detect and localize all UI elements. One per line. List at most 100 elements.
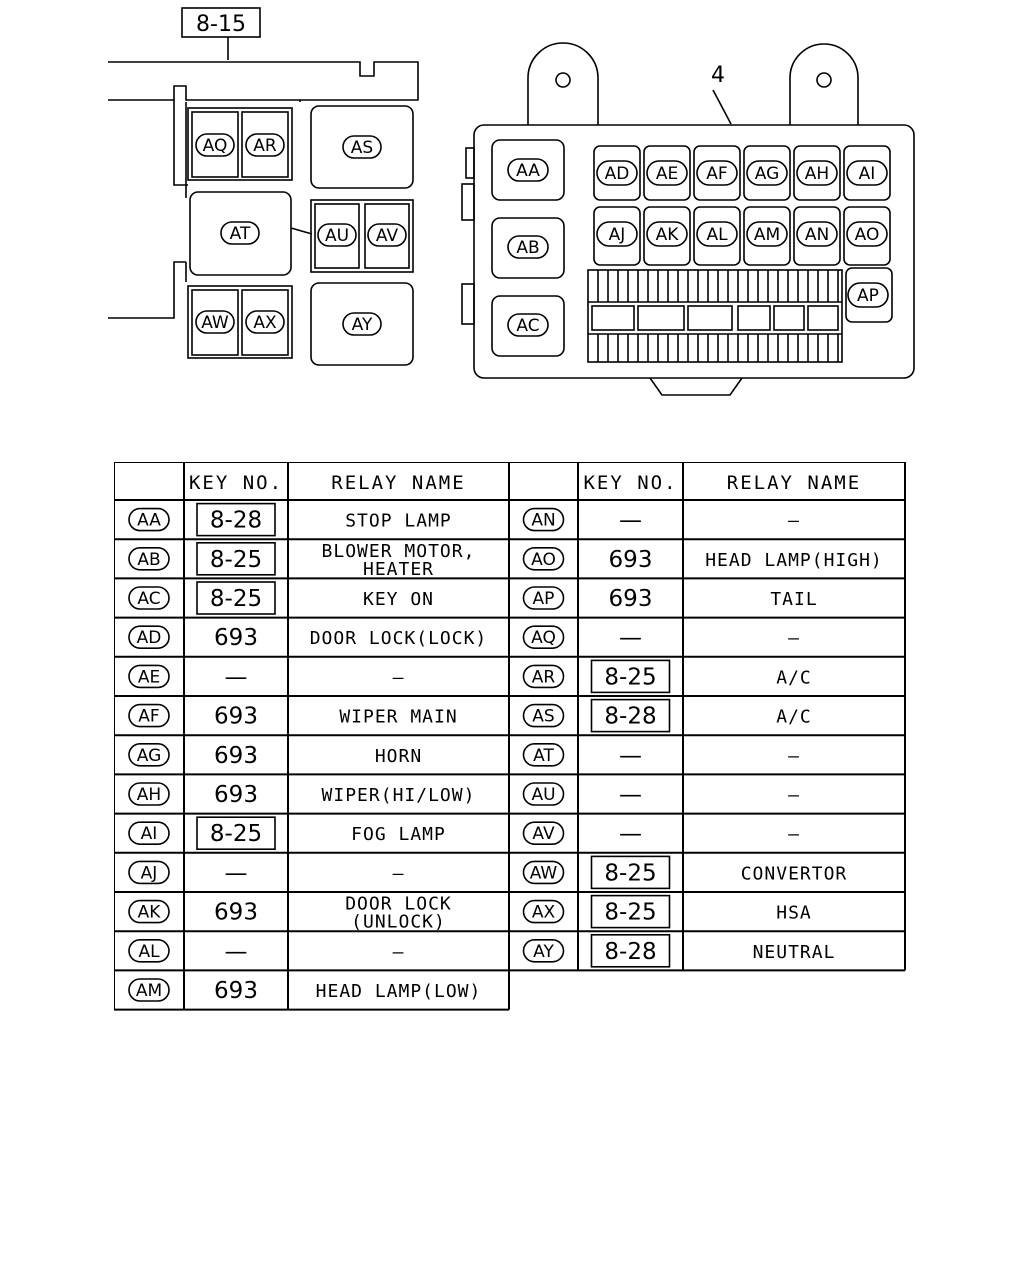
header-key-no: KEY NO. — [583, 472, 677, 494]
key-number: 8-25 — [604, 860, 656, 886]
key-ref-box — [590, 894, 671, 929]
key-ref-box — [590, 855, 671, 890]
relay-id-text: AX — [532, 903, 556, 923]
table-row: AI 8-25 FOG LAMP — [128, 816, 446, 851]
table-row: AE—— — [128, 664, 403, 690]
header-relay-name: RELAY NAME — [727, 472, 861, 494]
header-key-no: KEY NO. — [189, 472, 283, 494]
relay-id-text: AK — [656, 225, 680, 245]
relay-id-text: AN — [805, 225, 829, 245]
relay-id-text: AE — [138, 667, 160, 687]
relay-id-text: AK — [138, 903, 162, 923]
relay-name: NEUTRAL — [753, 942, 836, 963]
relay-name-line2: (UNLOCK) — [351, 912, 446, 933]
relay-id-text: AT — [230, 224, 251, 244]
relay-id-text: AB — [137, 550, 160, 570]
relay-name: — — [393, 942, 405, 963]
relay-label-ac: AC — [128, 586, 170, 610]
key-number: 8-25 — [604, 900, 656, 926]
key-number: 8-28 — [604, 939, 656, 965]
table-row: AQ—— — [522, 625, 799, 651]
relay-label-ao: AO — [846, 221, 888, 247]
relay-id-text: AC — [137, 589, 160, 609]
relay-name: BLOWER MOTOR, — [322, 541, 476, 562]
relay-id-text: AY — [352, 315, 373, 335]
relay-label-ah: AH — [128, 782, 170, 806]
key-number: — — [225, 860, 248, 886]
relay-id-text: AM — [136, 981, 162, 1001]
relay-name: TAIL — [770, 589, 817, 610]
relay-name: FOG LAMP — [351, 824, 446, 845]
relay-id-text: AU — [325, 226, 349, 246]
relay-name: WIPER MAIN — [339, 707, 457, 728]
key-number: 693 — [214, 900, 258, 926]
relay-label-ad: AD — [596, 160, 638, 186]
table-row: AU—— — [522, 782, 799, 808]
callout-number: 4 — [711, 63, 725, 88]
fuse-box-outline — [473, 124, 915, 379]
relay-id-text: AH — [805, 164, 829, 184]
relay-id-text: AI — [141, 824, 158, 844]
key-number: 8-25 — [210, 821, 262, 847]
relay-id-text: AW — [530, 863, 558, 883]
relay-label-aw: AW — [522, 860, 565, 885]
key-number: 693 — [609, 547, 653, 573]
relay-id-text: AA — [516, 161, 540, 181]
relay-label-aj: AJ — [596, 221, 638, 247]
relay-id-text: AQ — [203, 136, 228, 156]
relay-label-ab: AB — [507, 235, 549, 259]
relay-id-text: AX — [253, 313, 277, 333]
relay-label-ad: AD — [128, 625, 170, 649]
relay-name: HEAD LAMP(LOW) — [316, 981, 482, 1002]
relay-label-al: AL — [128, 938, 170, 963]
table-row: AT—— — [522, 743, 800, 769]
relay-name: — — [788, 746, 800, 767]
key-number: — — [225, 939, 248, 965]
relay-label-au: AU — [522, 782, 565, 806]
relay-label-ai: AI — [128, 821, 170, 846]
relay-label-am: AM — [746, 221, 788, 247]
relay-id-text: AG — [137, 746, 162, 766]
relay-label-ag: AG — [128, 742, 170, 767]
relay-id-text: AR — [532, 667, 556, 687]
key-ref-box — [196, 816, 276, 851]
relay-name: — — [393, 863, 405, 884]
relay-id-text: AM — [754, 225, 780, 245]
relay-id-text: AQ — [531, 628, 556, 648]
relay-id-text: AS — [351, 138, 373, 158]
relay-label-ak: AK — [646, 221, 688, 247]
relay-label-av: AV — [522, 821, 565, 846]
key-ref-box — [590, 698, 671, 733]
key-ref-box — [590, 933, 671, 968]
relay-label-ap: AP — [522, 586, 565, 610]
relay-label-ax: AX — [245, 310, 285, 334]
relay-label-aq: AQ — [522, 625, 565, 649]
key-number: 8-25 — [210, 547, 262, 573]
key-number: 8-25 — [210, 586, 262, 612]
relay-label-aa: AA — [128, 507, 170, 532]
relay-id-text: AU — [531, 785, 555, 805]
relay-label-ar: AR — [522, 664, 565, 689]
relay-id-text: AD — [137, 628, 162, 648]
relay-id-text: AJ — [609, 225, 626, 245]
relay-label-ab: AB — [128, 547, 170, 571]
ref-label-box — [181, 7, 261, 38]
relay-label-at: AT — [220, 221, 260, 245]
key-number: — — [619, 782, 642, 808]
relay-label-ak: AK — [128, 899, 170, 924]
relay-id-text: AP — [533, 589, 555, 609]
relay-label-an: AN — [522, 507, 565, 532]
key-number: — — [619, 508, 642, 534]
relay-label-au: AU — [317, 223, 357, 247]
relay-id-text: AH — [137, 785, 161, 805]
